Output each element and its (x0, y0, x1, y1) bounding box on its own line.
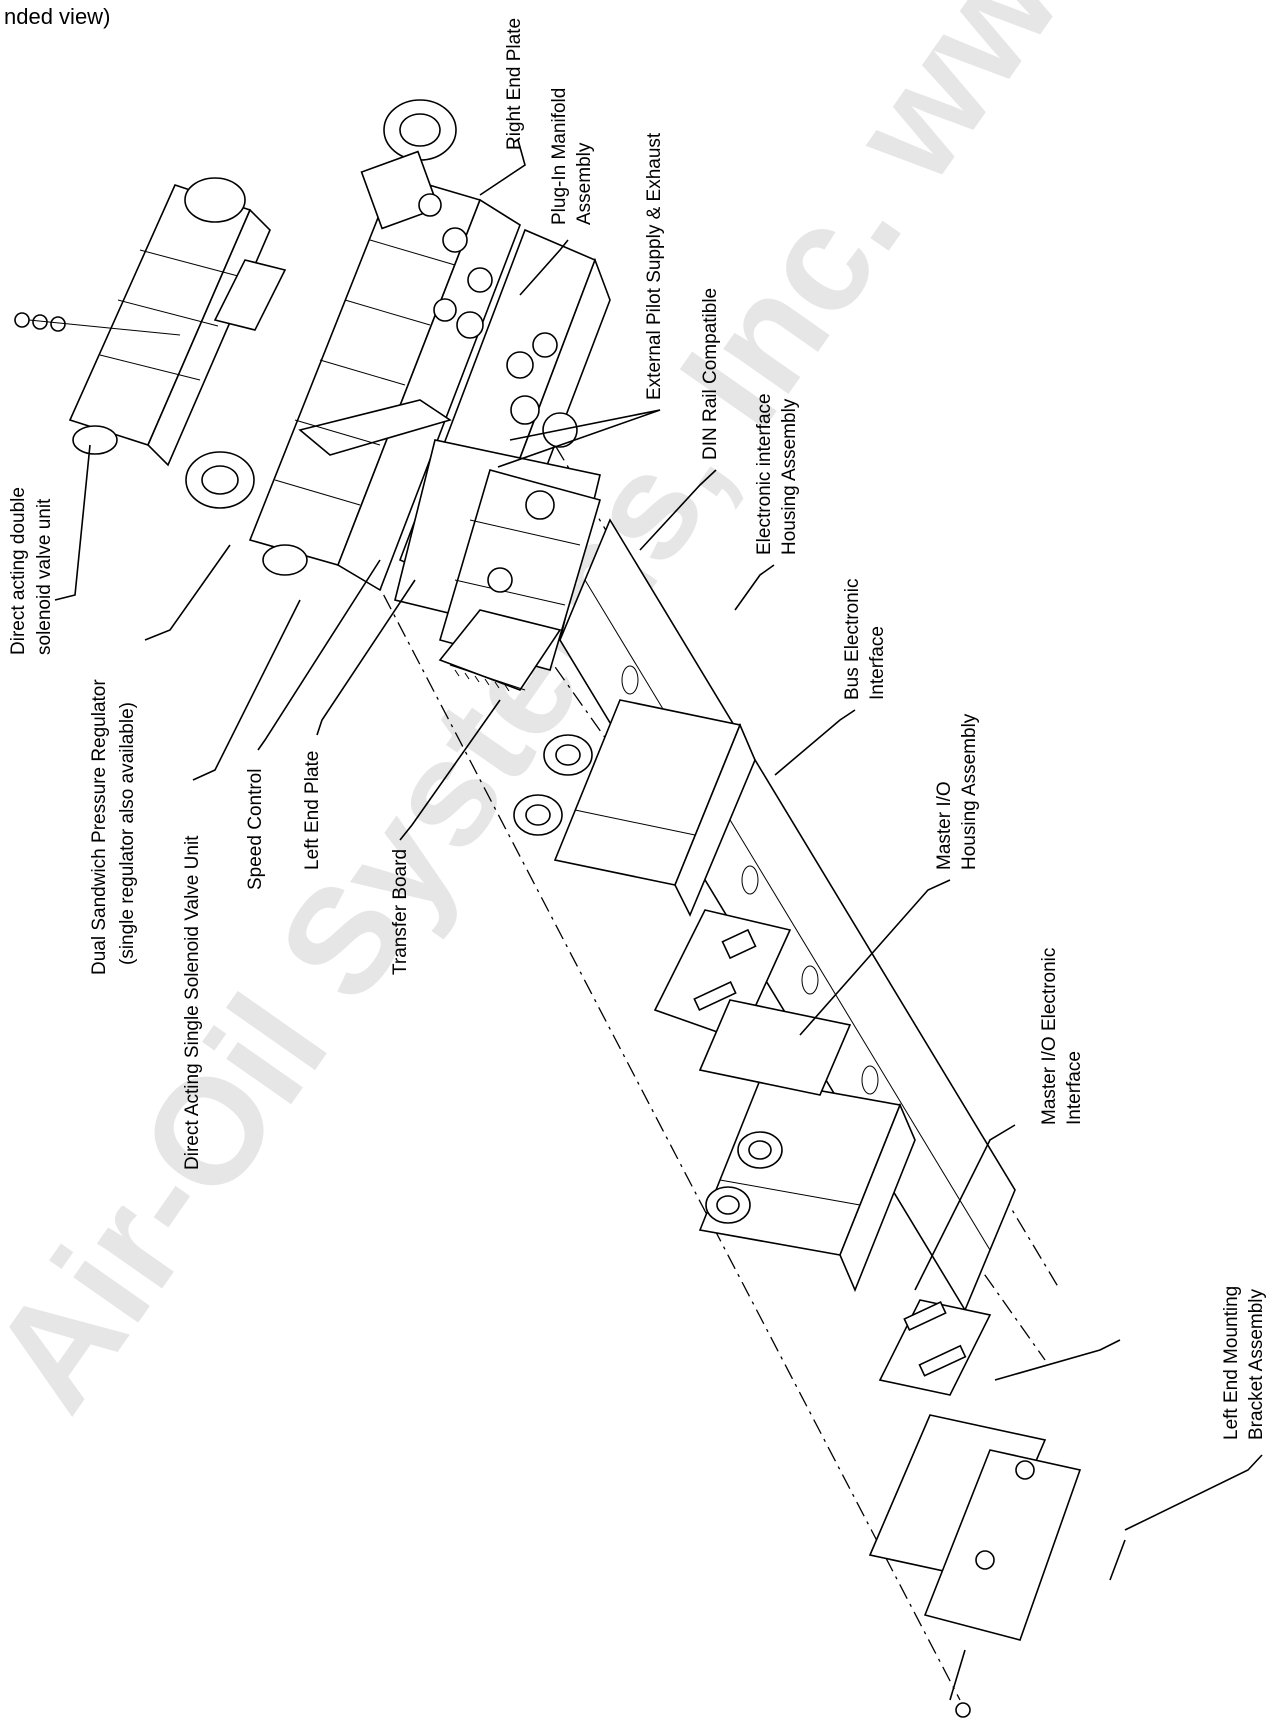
label-plug-in-manifold: Plug-In Manifold (549, 88, 570, 225)
label-master-io-electronic-line2: Interface (1064, 1051, 1085, 1125)
label-dual-sandwich-regulator: Dual Sandwich Pressure Regulator (89, 679, 110, 975)
bus-interface-housing (513, 699, 756, 917)
callout-labels: Right End Plate Plug-In Manifold Assembl… (8, 18, 1267, 1440)
master-io-housing (698, 999, 916, 1293)
label-left-end-plate: Left End Plate (302, 751, 323, 870)
label-transfer-board: Transfer Board (390, 849, 411, 975)
double-solenoid-valve-unit (14, 177, 287, 467)
valve-stack (185, 99, 521, 592)
leader-lines (54, 139, 1263, 1531)
transfer-board (438, 609, 562, 692)
label-direct-acting-double-line2: solenoid valve unit (34, 498, 55, 655)
label-left-end-mounting: Left End Mounting (1221, 1286, 1242, 1440)
left-end-mounting-bracket (868, 1414, 1126, 1718)
label-left-end-mounting-line2: Bracket Assembly (1246, 1289, 1267, 1440)
label-bus-electronic-line2: Interface (867, 626, 888, 700)
label-master-io-housing-line2: Housing Assembly (959, 713, 980, 870)
label-direct-acting-single: Direct Acting Single Solenoid Valve Unit (182, 835, 203, 1170)
header-fragment: nded view) (4, 4, 110, 29)
label-electronic-interface-line2: Housing Assembly (779, 398, 800, 555)
label-speed-control: Speed Control (245, 769, 266, 890)
valve-manifold-drawing (14, 99, 1126, 1718)
master-io-electronic-board (878, 1299, 992, 1396)
mounting-screws (14, 312, 181, 336)
label-direct-acting-double: Direct acting double (8, 487, 29, 655)
label-bus-electronic: Bus Electronic (842, 579, 863, 700)
label-din-rail: DIN Rail Compatible (700, 288, 721, 460)
label-master-io-housing: Master I/O (934, 781, 955, 870)
bus-electronic-board (653, 909, 792, 1041)
label-dual-sandwich-regulator-line2: (single regulator also available) (117, 702, 138, 965)
label-external-pilot: External Pilot Supply & Exhaust (644, 132, 665, 400)
label-master-io-electronic: Master I/O Electronic (1039, 948, 1060, 1125)
label-plug-in-manifold-line2: Assembly (574, 142, 595, 225)
label-right-end-plate: Right End Plate (504, 18, 525, 150)
label-electronic-interface: Electronic interface (754, 393, 775, 555)
